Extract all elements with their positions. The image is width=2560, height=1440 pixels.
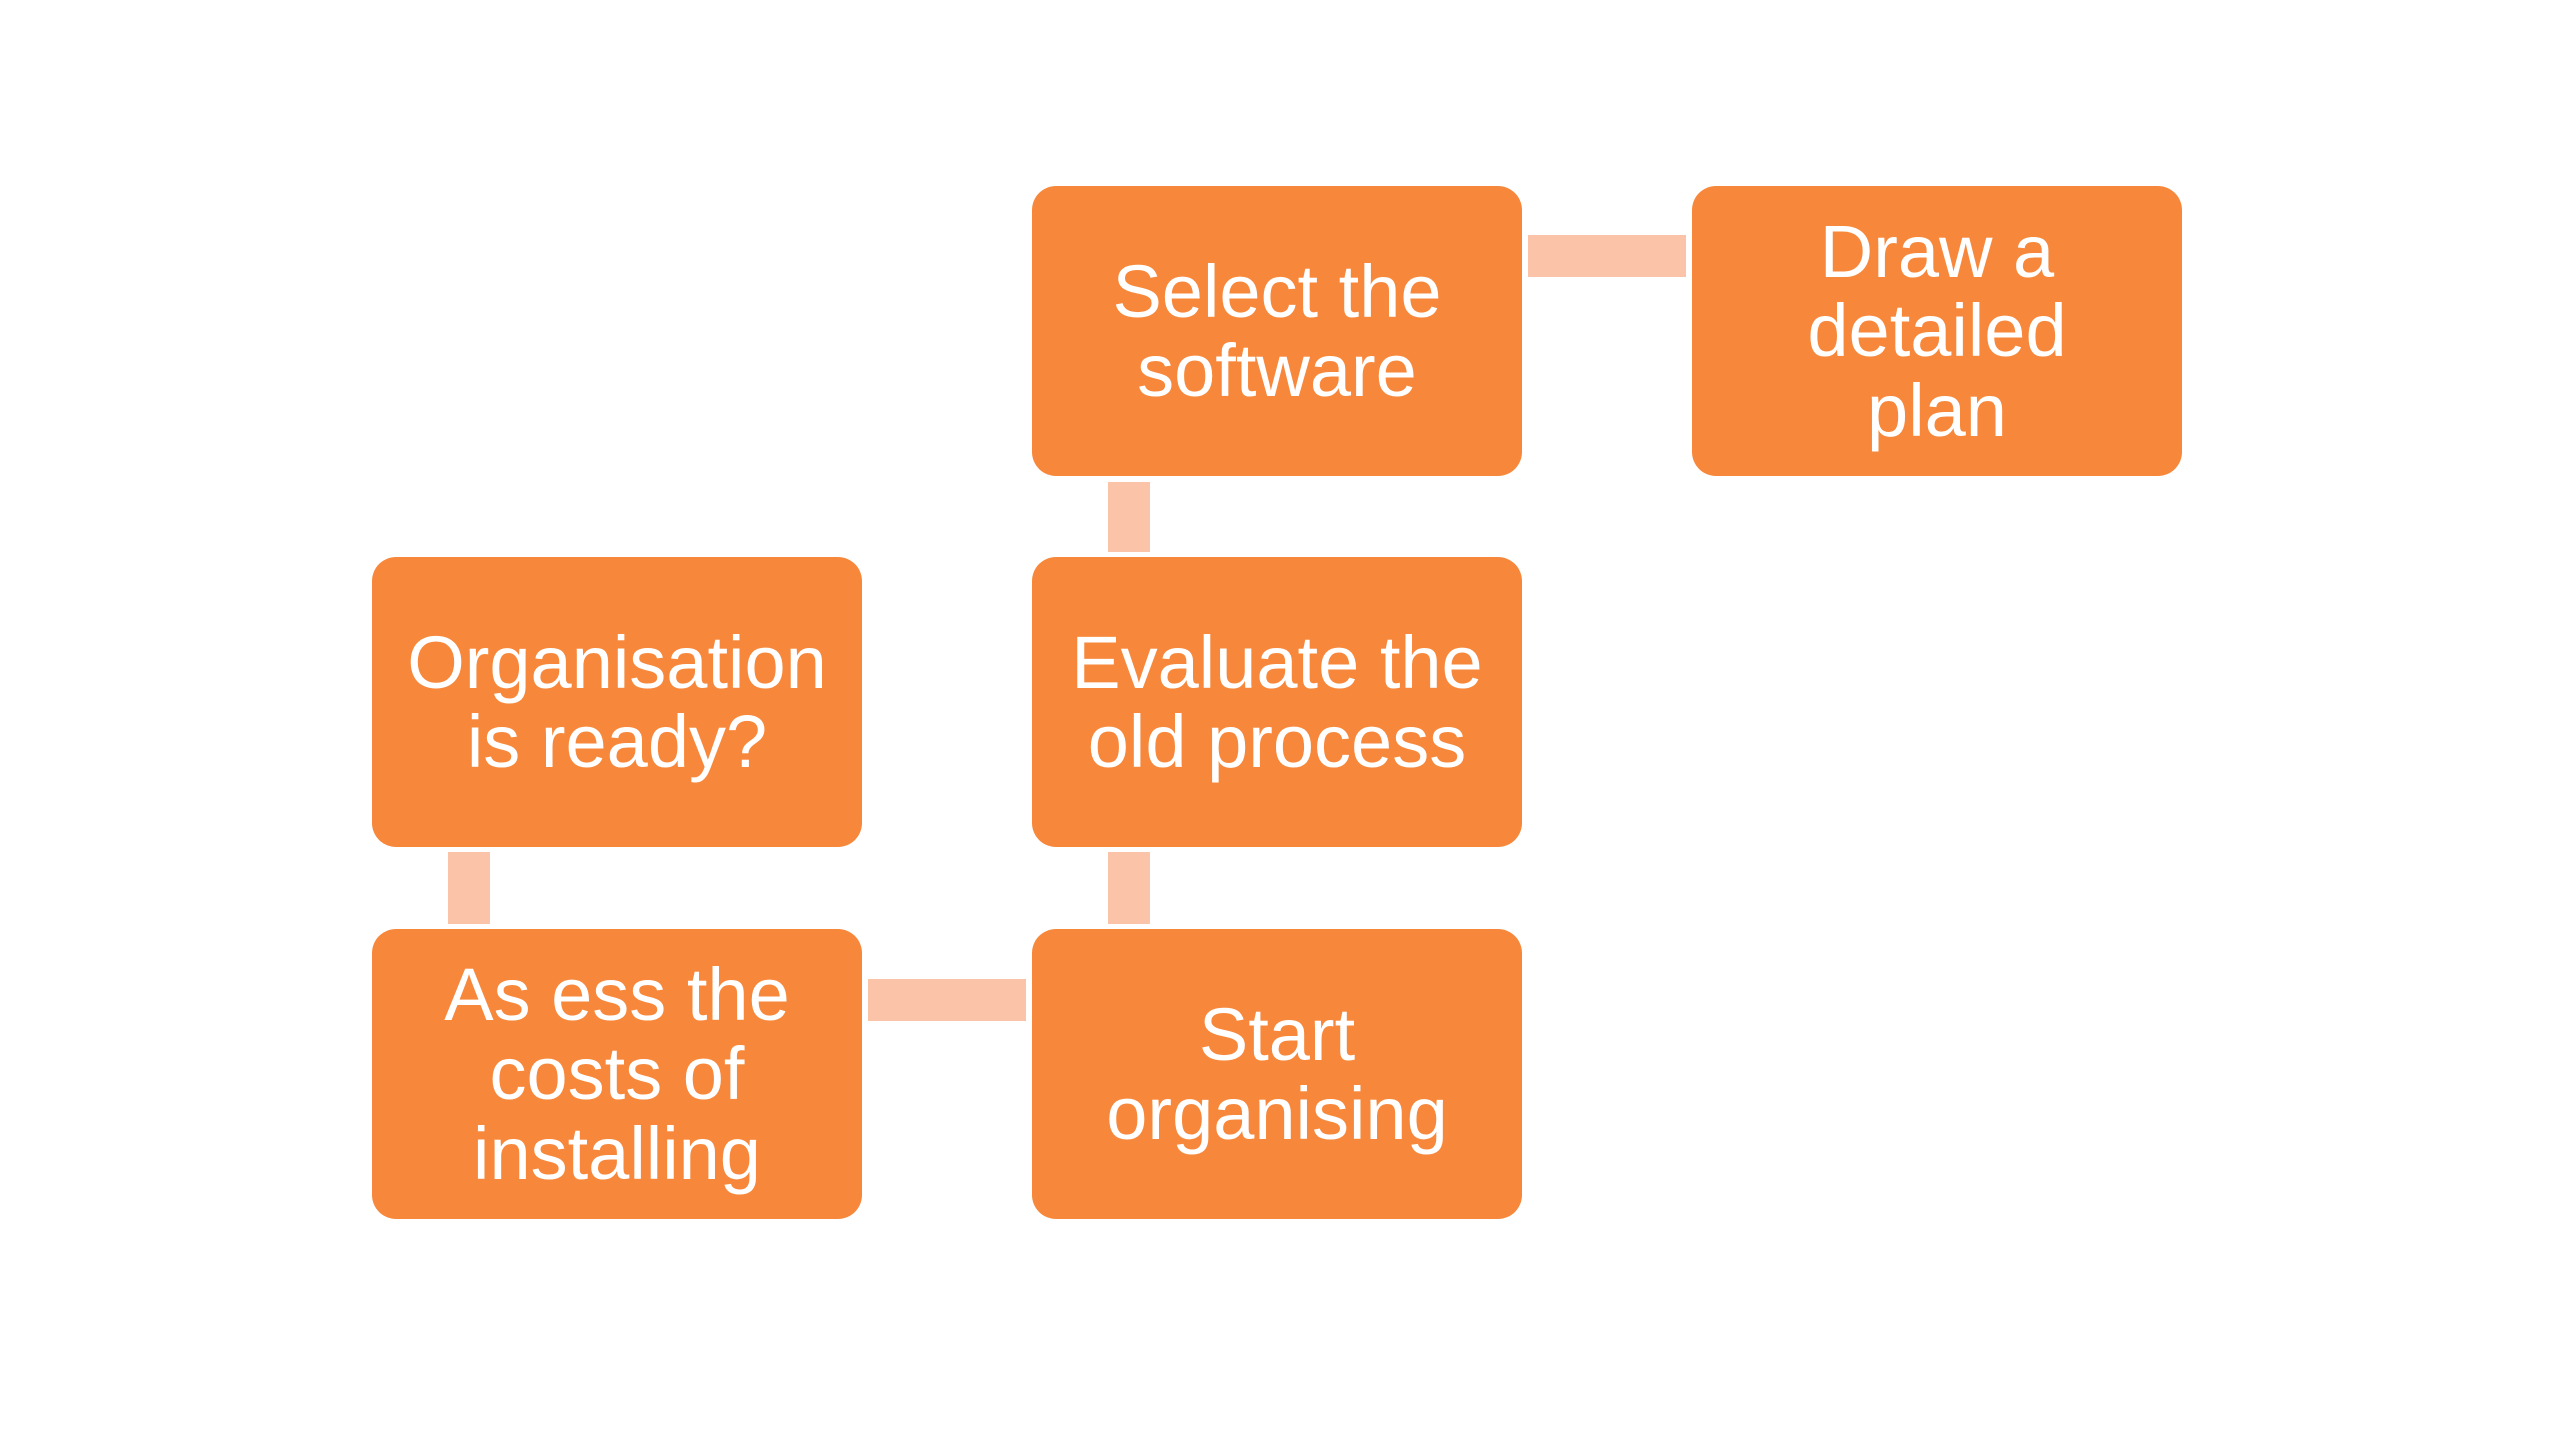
step-box-assess-costs: As ess the costs of installing bbox=[372, 929, 862, 1219]
connector-start-to-evaluate bbox=[1108, 852, 1150, 924]
step-box-evaluate-old-process: Evaluate the old process bbox=[1032, 557, 1522, 847]
step-box-draw-detailed-plan: Draw a detailed plan bbox=[1692, 186, 2182, 476]
connector-organisation-to-assess bbox=[448, 852, 490, 924]
step-box-organisation-ready: Organisation is ready? bbox=[372, 557, 862, 847]
step-label-draw-detailed-plan: Draw a detailed plan bbox=[1807, 210, 2067, 452]
step-label-assess-costs: As ess the costs of installing bbox=[444, 953, 790, 1195]
step-label-start-organising: Start organising bbox=[1106, 992, 1448, 1155]
step-label-organisation-ready: Organisation is ready? bbox=[407, 620, 827, 783]
connector-evaluate-to-select bbox=[1108, 482, 1150, 552]
step-label-select-software: Select the software bbox=[1112, 249, 1442, 412]
connector-assess-to-start bbox=[868, 979, 1026, 1021]
step-box-start-organising: Start organising bbox=[1032, 929, 1522, 1219]
connector-select-to-draw bbox=[1528, 235, 1686, 277]
step-label-evaluate-old-process: Evaluate the old process bbox=[1071, 620, 1483, 783]
step-box-select-software: Select the software bbox=[1032, 186, 1522, 476]
